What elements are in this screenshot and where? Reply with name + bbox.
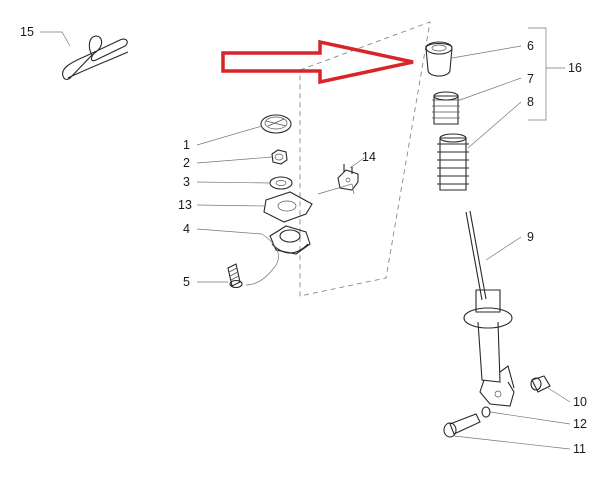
callout-16: 16 bbox=[568, 61, 582, 75]
spring-clip-part bbox=[62, 35, 129, 80]
callout-6: 6 bbox=[527, 39, 534, 53]
callout-3: 3 bbox=[183, 175, 190, 189]
dust-cap-part bbox=[260, 114, 292, 134]
callout-2: 2 bbox=[183, 156, 190, 170]
mount-plate-part bbox=[263, 191, 313, 223]
small-bellows-part bbox=[432, 91, 460, 125]
leader-lines bbox=[40, 31, 571, 450]
strut-mount-part bbox=[269, 225, 311, 255]
callout-11: 11 bbox=[573, 442, 586, 456]
callout-1: 1 bbox=[183, 138, 190, 152]
callout-5: 5 bbox=[183, 275, 190, 289]
callout-12: 12 bbox=[573, 417, 587, 431]
callout-8: 8 bbox=[527, 95, 534, 109]
highlight-arrow bbox=[221, 39, 414, 85]
dust-boot-part bbox=[437, 133, 469, 191]
callout-labels: 15 1 2 3 13 4 5 14 6 7 8 16 9 10 12 11 bbox=[20, 25, 587, 456]
callout-13: 13 bbox=[178, 198, 192, 212]
callout-7: 7 bbox=[527, 72, 534, 86]
shock-absorber-part bbox=[463, 210, 515, 407]
callout-15: 15 bbox=[20, 25, 34, 39]
bump-stop-part bbox=[425, 41, 453, 77]
callout-10: 10 bbox=[573, 395, 587, 409]
lock-washer-part bbox=[481, 406, 491, 418]
bolt-part-5 bbox=[227, 263, 243, 289]
assembly-dashed-outline bbox=[299, 21, 431, 297]
callout-14: 14 bbox=[362, 150, 376, 164]
bushing-part bbox=[530, 375, 551, 393]
small-bracket-part bbox=[337, 164, 359, 191]
bolt-part-11 bbox=[443, 413, 481, 438]
bracket-16 bbox=[528, 27, 565, 121]
washer-part bbox=[269, 176, 293, 190]
nut-part bbox=[271, 149, 288, 165]
callout-4: 4 bbox=[183, 222, 190, 236]
callout-9: 9 bbox=[527, 230, 534, 244]
